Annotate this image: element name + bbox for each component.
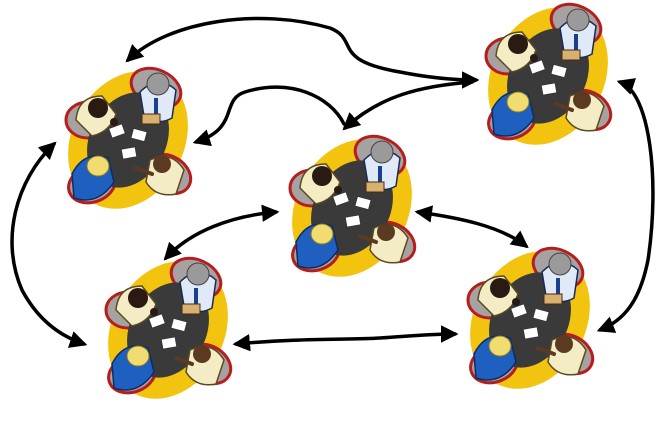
arrow-topright-to-center — [342, 80, 474, 131]
meeting-group-center — [266, 116, 438, 300]
meeting-group-top-right — [462, 0, 634, 168]
arrows — [10, 16, 655, 352]
meeting-group-bottom-left — [82, 238, 254, 422]
meeting-group-top-left — [42, 48, 214, 232]
arrow-topleft-to-topright — [125, 16, 480, 89]
arrow-topleft-center-loop — [192, 85, 346, 147]
arrow-bottomleft-to-bottomright — [232, 325, 459, 352]
arrow-center-to-bottomleft — [163, 204, 280, 261]
meeting-group-bottom-right — [444, 228, 616, 412]
arrow-topleft-to-bottomleft — [10, 141, 88, 348]
arrow-center-to-bottomright — [414, 205, 529, 249]
arrow-topright-to-bottomright — [596, 78, 655, 333]
